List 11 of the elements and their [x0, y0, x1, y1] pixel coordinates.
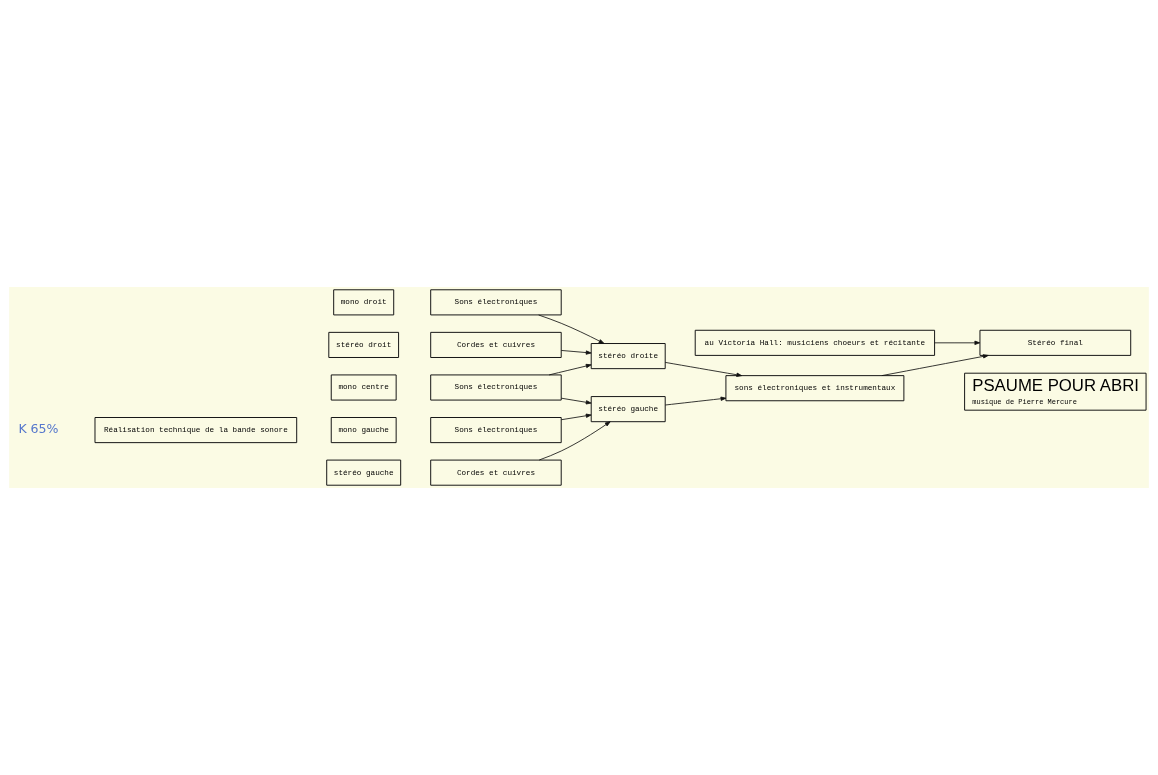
- arrow: [538, 421, 611, 461]
- arrow: [560, 413, 592, 421]
- arrow: [664, 396, 727, 406]
- arrow: [560, 397, 592, 405]
- label: K 65%: [18, 421, 59, 437]
- arrow: [934, 340, 981, 345]
- arrow: [538, 314, 605, 344]
- arrow: [664, 361, 743, 377]
- arrow: [560, 350, 592, 355]
- arrow: [881, 354, 989, 377]
- arrow: [548, 363, 592, 376]
